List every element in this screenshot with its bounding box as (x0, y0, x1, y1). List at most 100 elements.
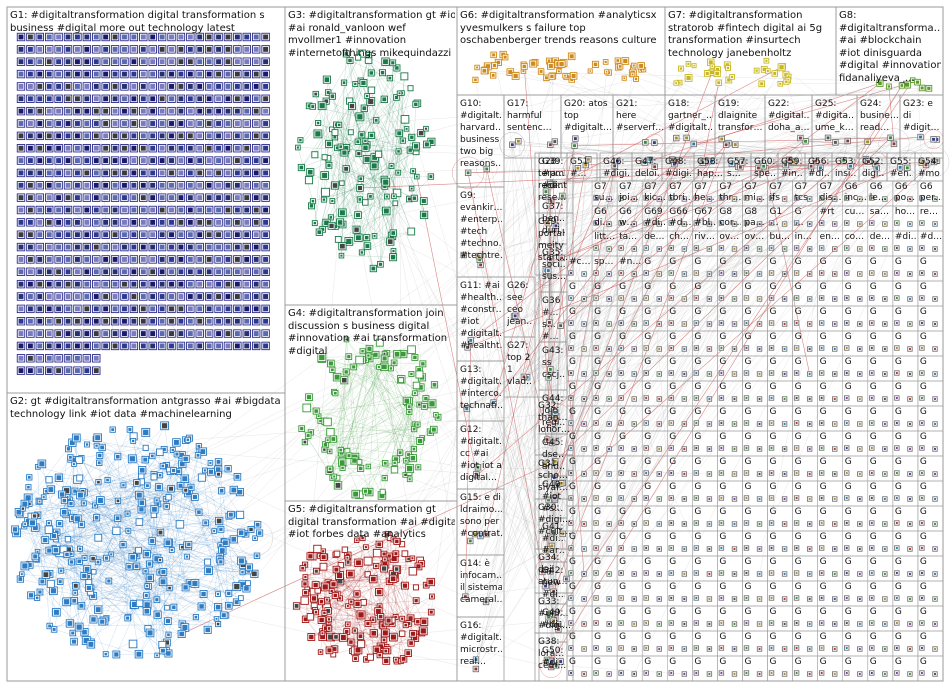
vertex-node-image (169, 34, 174, 40)
vertex-node-image (234, 121, 240, 126)
vertex-node-image (74, 46, 80, 52)
vertex-node-image (402, 583, 408, 588)
vertex-node-image (56, 34, 62, 40)
vertex-node-image (122, 484, 125, 487)
vertex-node-image (492, 63, 497, 68)
vertex-node-image (140, 83, 146, 89)
edge (98, 482, 199, 513)
vertex-node-image (253, 207, 259, 213)
vertex-node-image (322, 550, 325, 553)
vertex-node-image (169, 96, 174, 102)
edge (478, 145, 575, 257)
edge (477, 259, 551, 468)
vertex-node-image (197, 170, 203, 176)
vertex-node-image (27, 244, 33, 250)
vertex-node-image (203, 469, 206, 472)
vertex-node-image (430, 595, 434, 598)
vertex-node-image (37, 318, 43, 324)
vertex-node-image (12, 527, 18, 532)
vertex-node-image (74, 343, 80, 349)
vertex-node-image (150, 207, 156, 213)
vertex-node-image (378, 605, 381, 608)
vertex-node-image (18, 343, 24, 349)
vertex-node-image (56, 182, 62, 188)
vertex-node-image (127, 565, 131, 569)
edge (514, 183, 554, 316)
vertex-node-image (408, 148, 412, 152)
vertex-node-image (46, 195, 52, 201)
vertex-node-image (206, 306, 212, 312)
vertex-node-image (140, 294, 146, 299)
vertex-node-image (122, 306, 127, 312)
vertex-node-image (766, 70, 769, 72)
edge (380, 62, 393, 265)
edge (475, 377, 549, 670)
vertex-node-image (18, 331, 24, 337)
vertex-node-image (358, 198, 362, 201)
vertex-node-image (244, 269, 250, 275)
vertex-node-image (37, 170, 43, 176)
vertex-node-image (131, 46, 137, 52)
vertex-node-image (547, 59, 551, 62)
vertex-node-image (206, 46, 212, 52)
edge (478, 161, 793, 257)
edge (541, 71, 687, 139)
vertex-node-image (159, 269, 165, 275)
vertex-node-image (225, 133, 231, 139)
edge (207, 556, 221, 630)
edge (198, 511, 252, 530)
vertex-node-image (37, 121, 43, 126)
edge (476, 160, 844, 476)
edge (554, 161, 935, 499)
vertex-node-image (263, 232, 269, 238)
vertex-node-image (106, 478, 109, 482)
vertex-node-image (263, 83, 269, 89)
vertex-node-image (65, 195, 71, 201)
vertex-node-image (306, 395, 312, 400)
edge (560, 138, 722, 326)
vertex-node-image (404, 459, 407, 462)
vertex-node-image (84, 158, 90, 164)
vertex-node-image (110, 553, 113, 556)
vertex-node-image (564, 74, 566, 77)
edge (199, 168, 766, 452)
vertex-node-image (103, 294, 109, 299)
vertex-node-image (225, 306, 231, 312)
vertex-node-image (74, 145, 80, 151)
vertex-node-image (95, 444, 98, 447)
vertex-node-image (169, 294, 174, 299)
vertex-node-image (197, 207, 203, 213)
vertex-node-image (122, 207, 127, 213)
vertex-node-image (84, 195, 90, 201)
vertex-node-image (37, 71, 43, 77)
vertex-node-image (327, 648, 332, 653)
edge (545, 463, 567, 580)
vertex-node-image (225, 281, 231, 287)
vertex-node-image (103, 318, 109, 324)
vertex-node-image (159, 145, 165, 151)
vertex-node-image (27, 71, 33, 77)
vertex-node-image (103, 170, 109, 176)
vertex-node-image (46, 96, 52, 102)
vertex-node-image (74, 306, 80, 312)
vertex-node-image (46, 145, 52, 151)
edge (553, 160, 712, 478)
vertex-node-image (244, 219, 250, 225)
vertex-node-image (187, 83, 193, 89)
vertex-node-image (159, 96, 165, 102)
vertex-node-image (358, 466, 363, 471)
vertex-node-image (355, 601, 360, 607)
vertex-node-image (317, 415, 320, 418)
vertex-node-image (420, 628, 426, 634)
vertex-node-image (363, 145, 368, 151)
vertex-node-image (156, 654, 158, 657)
edge (20, 549, 57, 580)
vertex-node-image (122, 34, 127, 40)
vertex-node-image (147, 562, 152, 566)
edge (116, 577, 151, 655)
vertex-node-image (263, 59, 269, 65)
edge (346, 106, 353, 148)
vertex-node-image (93, 59, 99, 65)
vertex-node-image (159, 182, 165, 188)
